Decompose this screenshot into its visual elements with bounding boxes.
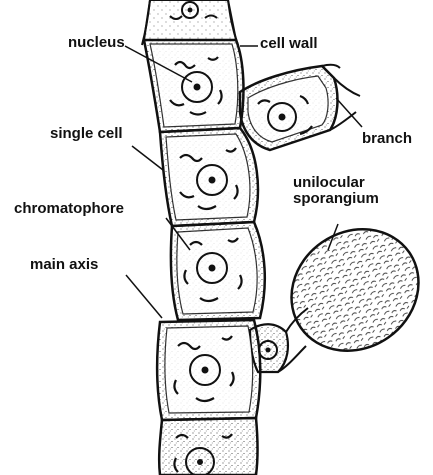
label-single-cell: single cell xyxy=(50,126,123,142)
label-nucleus: nucleus xyxy=(68,35,125,51)
label-chromatophore: chromatophore xyxy=(14,201,124,217)
bottom-partial-cell xyxy=(159,418,257,475)
cell-lower xyxy=(157,320,260,420)
branch-cells xyxy=(240,65,360,150)
cell-middle-upper xyxy=(160,128,258,226)
top-partial-cell xyxy=(144,0,236,40)
leader-branch xyxy=(336,98,362,127)
leader-main-axis xyxy=(126,275,162,318)
label-main-axis: main axis xyxy=(30,257,98,273)
cell-middle-lower xyxy=(171,222,265,320)
unilocular-sporangium xyxy=(268,205,433,376)
leader-single-cell xyxy=(132,146,163,170)
cell-upper xyxy=(144,40,243,132)
label-branch: branch xyxy=(362,131,412,147)
label-unilocular-sporangium: unilocular sporangium xyxy=(293,175,379,207)
label-cell-wall: cell wall xyxy=(260,36,318,52)
